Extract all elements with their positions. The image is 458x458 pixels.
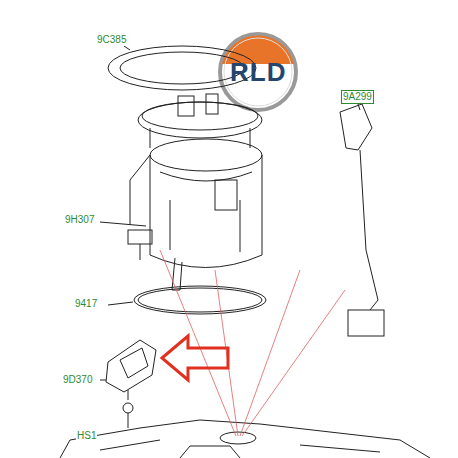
float [348,310,384,336]
callout-number: HS1 [76,430,97,442]
callout-number: 9D370 [62,374,93,386]
logo-text: RLD [230,58,286,86]
callout-number: 9C385 [96,34,127,46]
red-arrow [162,336,228,380]
fuel-tank [60,420,430,458]
red-guide-lines [160,250,345,436]
o-ring [134,286,266,314]
level-sender [340,104,372,150]
callout-number: 9417 [74,298,98,310]
pump-flange [138,102,262,138]
callout-number: 9H307 [64,214,95,226]
callout-number: 9A299 [341,90,374,104]
screw [123,403,133,413]
logo-ring [220,34,296,110]
pump-body [150,139,262,171]
pump-connector [128,230,152,244]
